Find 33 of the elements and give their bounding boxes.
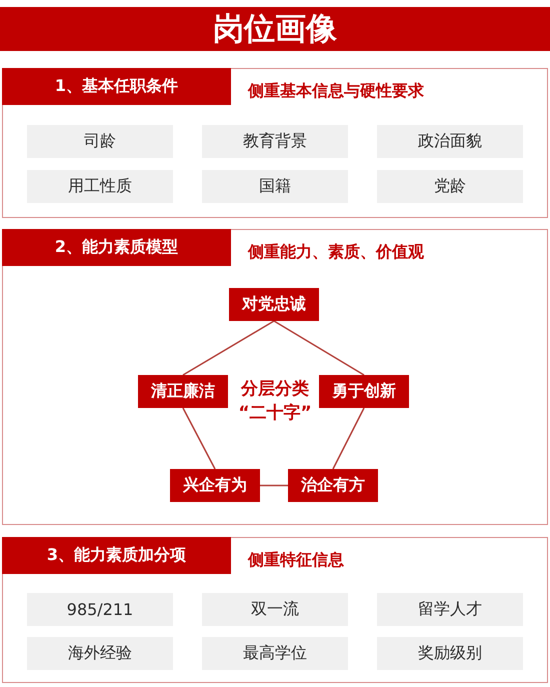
- connector-line: [274, 320, 364, 376]
- criterion-card: 双一流: [202, 593, 348, 626]
- criterion-card: 政治面貌: [377, 125, 523, 158]
- criterion-card: 985/211: [27, 593, 173, 626]
- section-subtitle: 侧重能力、素质、价值观: [248, 241, 424, 263]
- criterion-card: 国籍: [202, 170, 348, 203]
- criterion-card: 司龄: [27, 125, 173, 158]
- connector-line: [182, 320, 274, 376]
- section-subtitle: 侧重特征信息: [248, 549, 344, 571]
- title-banner: 岗位画像: [0, 7, 550, 51]
- section-subtitle: 侧重基本信息与硬性要求: [248, 80, 424, 102]
- criterion-card: 奖励级别: [377, 637, 523, 670]
- section-panel: [2, 229, 548, 525]
- criterion-card: 党龄: [377, 170, 523, 203]
- connector-line: [332, 408, 365, 470]
- criterion-card: 教育背景: [202, 125, 348, 158]
- section-heading: 2、能力素质模型: [2, 229, 231, 266]
- section-panel: [2, 68, 548, 218]
- competency-tile: 兴企有为: [170, 469, 260, 502]
- criterion-card: 留学人才: [377, 593, 523, 626]
- connector-line: [182, 408, 216, 470]
- competency-tile: 对党忠诚: [229, 288, 319, 321]
- competency-tile: 清正廉洁: [138, 375, 228, 408]
- section-heading: 1、基本任职条件: [2, 68, 231, 105]
- criterion-card: 海外经验: [27, 637, 173, 670]
- center-label: 分层分类“二十字”: [238, 378, 312, 425]
- competency-tile: 勇于创新: [319, 375, 409, 408]
- section-panel: [2, 537, 548, 683]
- connector-line: [260, 484, 288, 486]
- criterion-card: 最高学位: [202, 637, 348, 670]
- section-heading: 3、能力素质加分项: [2, 537, 231, 574]
- criterion-card: 用工性质: [27, 170, 173, 203]
- competency-tile: 治企有方: [288, 469, 378, 502]
